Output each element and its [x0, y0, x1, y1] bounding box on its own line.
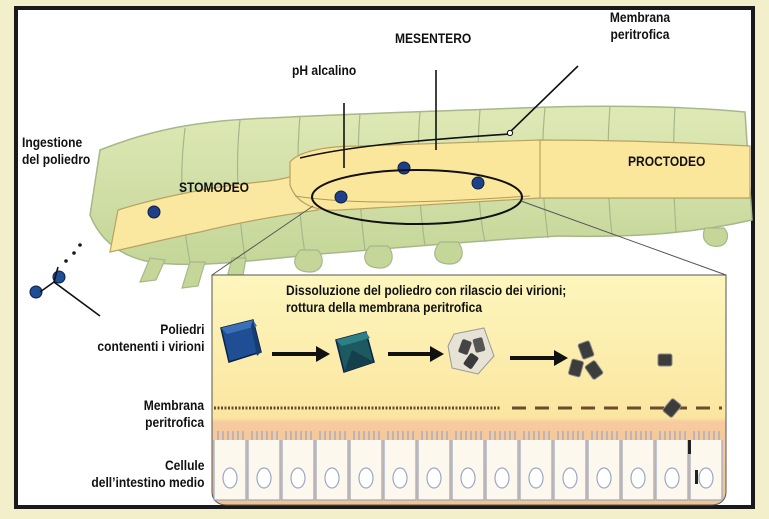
label-ingestione-line2: del poliedro: [22, 151, 91, 167]
midgut-cell: [655, 431, 689, 501]
label-ingestione: Ingestione del poliedro: [22, 134, 90, 168]
label-cellule-line2: dell’intestino medio: [90, 474, 204, 490]
label-dissoluzione-line2: rottura della membrana peritrofica: [286, 299, 483, 315]
midgut-cell: [621, 431, 655, 501]
label-cellule-line1: Cellule: [164, 457, 204, 473]
midgut-cell: [587, 431, 621, 501]
midgut-cell: [519, 431, 553, 501]
label-ingestione-line1: Ingestione: [22, 134, 83, 150]
label-membrana-left-line2: peritrofica: [145, 414, 204, 430]
label-cellule: Cellule dell’intestino medio: [91, 457, 204, 491]
zoom-connector-lines: [211, 200, 727, 276]
label-dissoluzione-line1: Dissoluzione del poliedro con rilascio d…: [286, 282, 567, 298]
leader-lines: [39, 65, 579, 317]
hindgut-proctodeo: [539, 139, 751, 199]
label-poliedri-line1: Poliedri: [159, 321, 204, 337]
midgut-cell: [689, 431, 723, 501]
midgut-cell: [553, 431, 587, 501]
label-ph-alcalino: pH alcalino: [292, 62, 357, 78]
polyhedron-intact: [220, 319, 262, 363]
midgut-cell: [485, 431, 519, 501]
label-mesentero: MESENTERO: [395, 30, 472, 46]
ingested-polyhedra: [29, 270, 66, 299]
label-stomodeo: STOMODEO: [179, 179, 250, 195]
label-membrana-top-line2: peritrofica: [610, 26, 670, 42]
label-dissoluzione: Dissoluzione del poliedro con rilascio d…: [286, 282, 566, 316]
label-membrana-left-line1: Membrana: [143, 397, 204, 413]
foregut-stomodeo: [109, 166, 319, 253]
midgut-cell: [417, 431, 451, 501]
polyhedron-dissolving: [335, 331, 375, 373]
midgut-cell: [349, 431, 383, 501]
virions-entering-cells: [688, 440, 698, 484]
label-membrana-top-line1: Membrana: [609, 9, 671, 25]
midgut-cell: [247, 431, 281, 501]
label-membrana-top: Membrana peritrofica: [593, 9, 688, 43]
label-poliedri: Poliedri contenenti i virioni: [97, 321, 204, 355]
label-poliedri-line2: contenenti i virioni: [96, 338, 204, 354]
ingestion-path: [64, 243, 82, 263]
midgut-cell: [383, 431, 417, 501]
zoom-region-ellipse: [311, 169, 523, 225]
midgut-cell: [213, 431, 247, 501]
released-virions: [568, 340, 682, 418]
midgut-cell: [281, 431, 315, 501]
midgut-cell: [451, 431, 485, 501]
midgut-cells: [213, 431, 723, 501]
peritrophic-membrane-line: [299, 133, 511, 159]
label-membrana-left: Membrana peritrofica: [144, 397, 204, 431]
label-proctodeo: PROCTODEO: [628, 153, 706, 169]
polyhedron-releasing-virions: [447, 327, 495, 375]
midgut-cell: [315, 431, 349, 501]
